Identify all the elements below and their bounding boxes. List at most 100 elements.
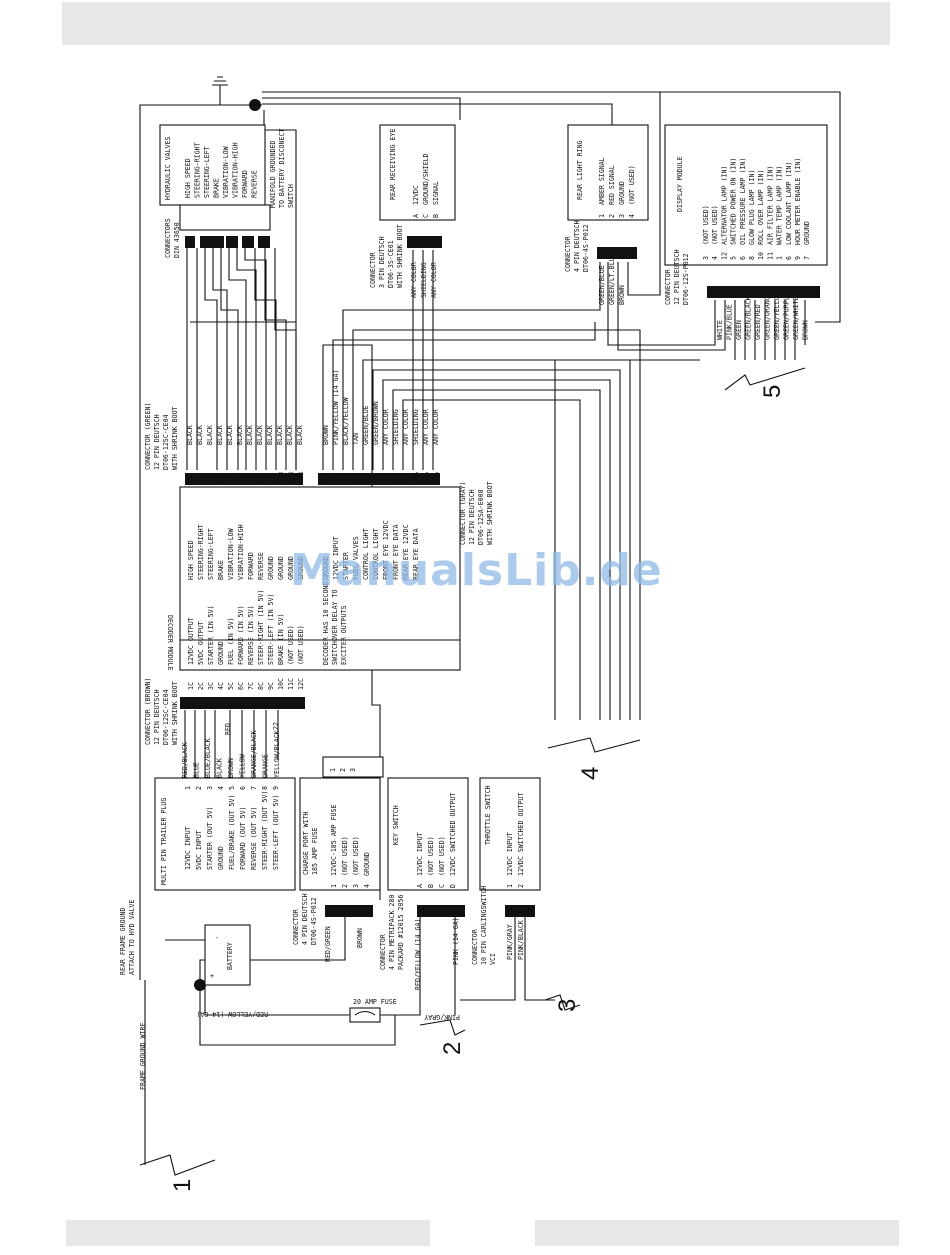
key-switch-pin: C — [438, 884, 446, 888]
decoder-pin-b: 2B — [197, 476, 205, 484]
brown-wire-label: ORANGE/BLACK — [250, 730, 258, 778]
decoder-label-c: REVERSE (IN 5V) — [247, 605, 255, 665]
decoder-note: SWITCHOVER DELAY TO — [331, 590, 339, 665]
gray-wire-label: BROWN — [322, 425, 330, 445]
trailer-pin: 3 — [206, 786, 214, 790]
battery-box — [204, 924, 251, 986]
din-connector-plug — [185, 236, 195, 248]
gray-wire-label: PINK/YELLOW (14 GA) — [332, 370, 340, 445]
decoder-pin-a: 4A — [352, 476, 360, 484]
display-wire-label: WHITE — [716, 320, 724, 340]
display-pin: 12 — [720, 252, 728, 260]
decoder-pin-a: 7A — [382, 476, 390, 484]
brown-red-label: RED — [224, 723, 232, 735]
callout-number-1: 1 — [169, 1179, 196, 1192]
battery-plus: + — [210, 972, 214, 980]
display-connector-label: CONNECTOR — [664, 269, 672, 305]
display-pin: 10 — [757, 252, 765, 260]
key-switch-connector-label: PACKARD #12015 2056 — [397, 895, 405, 970]
charge-port-aux-box — [322, 756, 384, 778]
hydraulic-valve-label: HIGH SPEED — [184, 158, 192, 198]
decoder-label-b: GROUND — [297, 556, 305, 580]
display-pin: 6 — [739, 256, 747, 260]
decoder-label-c: (NOT USED) — [297, 625, 305, 665]
display-wire-label: GREEN/WHITE — [792, 296, 800, 340]
decoder-pin-a: 10A — [412, 472, 420, 484]
decoder-pin-b: 3B — [207, 476, 215, 484]
rear-frame-ground-label: ATTACH TO HYD VALVE — [128, 900, 136, 975]
decoder-pin-c: 8C — [257, 682, 265, 690]
rear-eye-wire-label: ANY COLOR — [410, 262, 418, 298]
decoder-label-b: VIBRATION-HIGH — [237, 524, 245, 580]
decoder-label-c: FUEL (IN 5V) — [227, 617, 235, 665]
decoder-label-a: FRONT EYE 12VDC — [382, 520, 390, 580]
light-ring-pin: 4 — [628, 214, 636, 218]
rear-eye-pin-label: GROUND/SHIELD — [422, 153, 430, 205]
gray-wire-label: ANY COLOR — [382, 409, 390, 445]
display-pin-label: GROUND — [803, 221, 811, 245]
brown-wire-label: RED/BLACK — [181, 742, 189, 778]
charge-port-pin-label: (NOT USED) — [352, 836, 360, 876]
throttle-pin: 1 — [506, 884, 514, 888]
trailer-pin: 2 — [195, 786, 203, 790]
footer-bar-right — [535, 1220, 899, 1246]
key-switch-pin: B — [427, 884, 435, 888]
charge-port-title: CHARGE PORT WITH — [302, 811, 310, 875]
brown-wire-label: YELLOW/BLACK — [273, 730, 281, 778]
display-pin-label: OIL PRESSURE LAMP (IN) — [739, 158, 747, 245]
decoder-pin-c: 4C — [217, 682, 225, 690]
decoder-label-c: 5VDC OUTPUT — [197, 621, 205, 665]
charge-port-pin: 2 — [341, 884, 349, 888]
decoder-label-b: GROUND — [287, 556, 295, 580]
brown-connector-label: 12 PIN DEUTSCH — [153, 689, 161, 745]
decoder-pin-b: 4B — [217, 476, 225, 484]
key-switch-pin-label: (NOT USED) — [438, 836, 446, 876]
display-connector-plug — [707, 286, 820, 298]
key-switch-pin-label: (NOT USED) — [427, 836, 435, 876]
display-pin: 8 — [748, 256, 756, 260]
hydraulic-connector-label: DIN 43650 — [173, 222, 181, 258]
charge-port-wire-red-green: RED/GREEN — [324, 926, 332, 962]
manifold-note: MANIFOLD GROUNDED — [269, 140, 277, 208]
trailer-pin-label: STEER-LEFT (OUT 5V) — [272, 795, 280, 870]
display-pin-label: GLOW PLUG LAMP (IN) — [748, 170, 756, 245]
light-ring-pin-label: RED SIGNAL — [608, 165, 616, 205]
gray-wire-label: BLACK/YELLOW — [342, 397, 350, 445]
display-wire-label: GREEN — [735, 320, 743, 340]
hydraulic-connector-label: CONNECTORS — [164, 218, 172, 258]
decoder-label-c: STARTER (IN 5V) — [207, 605, 215, 665]
rear-eye-connector-label: CONNECTOR — [369, 252, 377, 288]
rear-eye-pin-label: 12VDC — [412, 185, 420, 205]
decoder-pin-b: 8B — [257, 476, 265, 484]
charge-port-connector-label: CONNECTOR — [292, 909, 300, 945]
brown-wire-label: BROWN — [227, 758, 235, 778]
decoder-pin-b: 1B — [187, 476, 195, 484]
decoder-label-a: REAR EYE 12VDC — [402, 524, 410, 580]
decoder-label-c: GROUND — [217, 641, 225, 665]
green-connector-label: WITH SHRINK BOOT — [171, 406, 179, 470]
decoder-pin-c: 2C — [197, 682, 205, 690]
decoder-label-b: STEERING-RIGHT — [197, 524, 205, 580]
key-switch-pin-label: 12VDC INPUT — [416, 832, 424, 876]
decoder-pin-c: 7C — [247, 682, 255, 690]
throttle-pin-label: 12VDC SWITCHED OUTPUT — [517, 793, 525, 876]
green-connector-label: DT06-12SC-CE04 — [162, 414, 170, 470]
decoder-label-a: FUEL VALVES — [352, 536, 360, 580]
charge-port-pin: 3 — [352, 884, 360, 888]
charge-port-pin-label: (NOT USED) — [341, 836, 349, 876]
decoder-pin-b: 5B — [227, 476, 235, 484]
rear-eye-connector-plug — [407, 236, 442, 248]
hydraulic-valve-label: STEERING-LEFT — [203, 146, 211, 198]
charge-port-box — [299, 777, 381, 891]
din-connector-plug — [242, 236, 254, 248]
light-ring-pin: 2 — [608, 214, 616, 218]
green-connector-plug — [185, 473, 303, 485]
decoder-label-b: GROUND — [267, 556, 275, 580]
light-ring-pin: 3 — [618, 214, 626, 218]
decoder-pin-a: 11A — [422, 472, 430, 484]
decoder-label-b: STEERING-LEFT — [207, 528, 215, 580]
charge-port-pin-label: GROUND — [363, 852, 371, 876]
green-wire-label: BLACK — [236, 425, 244, 445]
decoder-note: EXCITER OUTPUTS — [340, 605, 348, 665]
